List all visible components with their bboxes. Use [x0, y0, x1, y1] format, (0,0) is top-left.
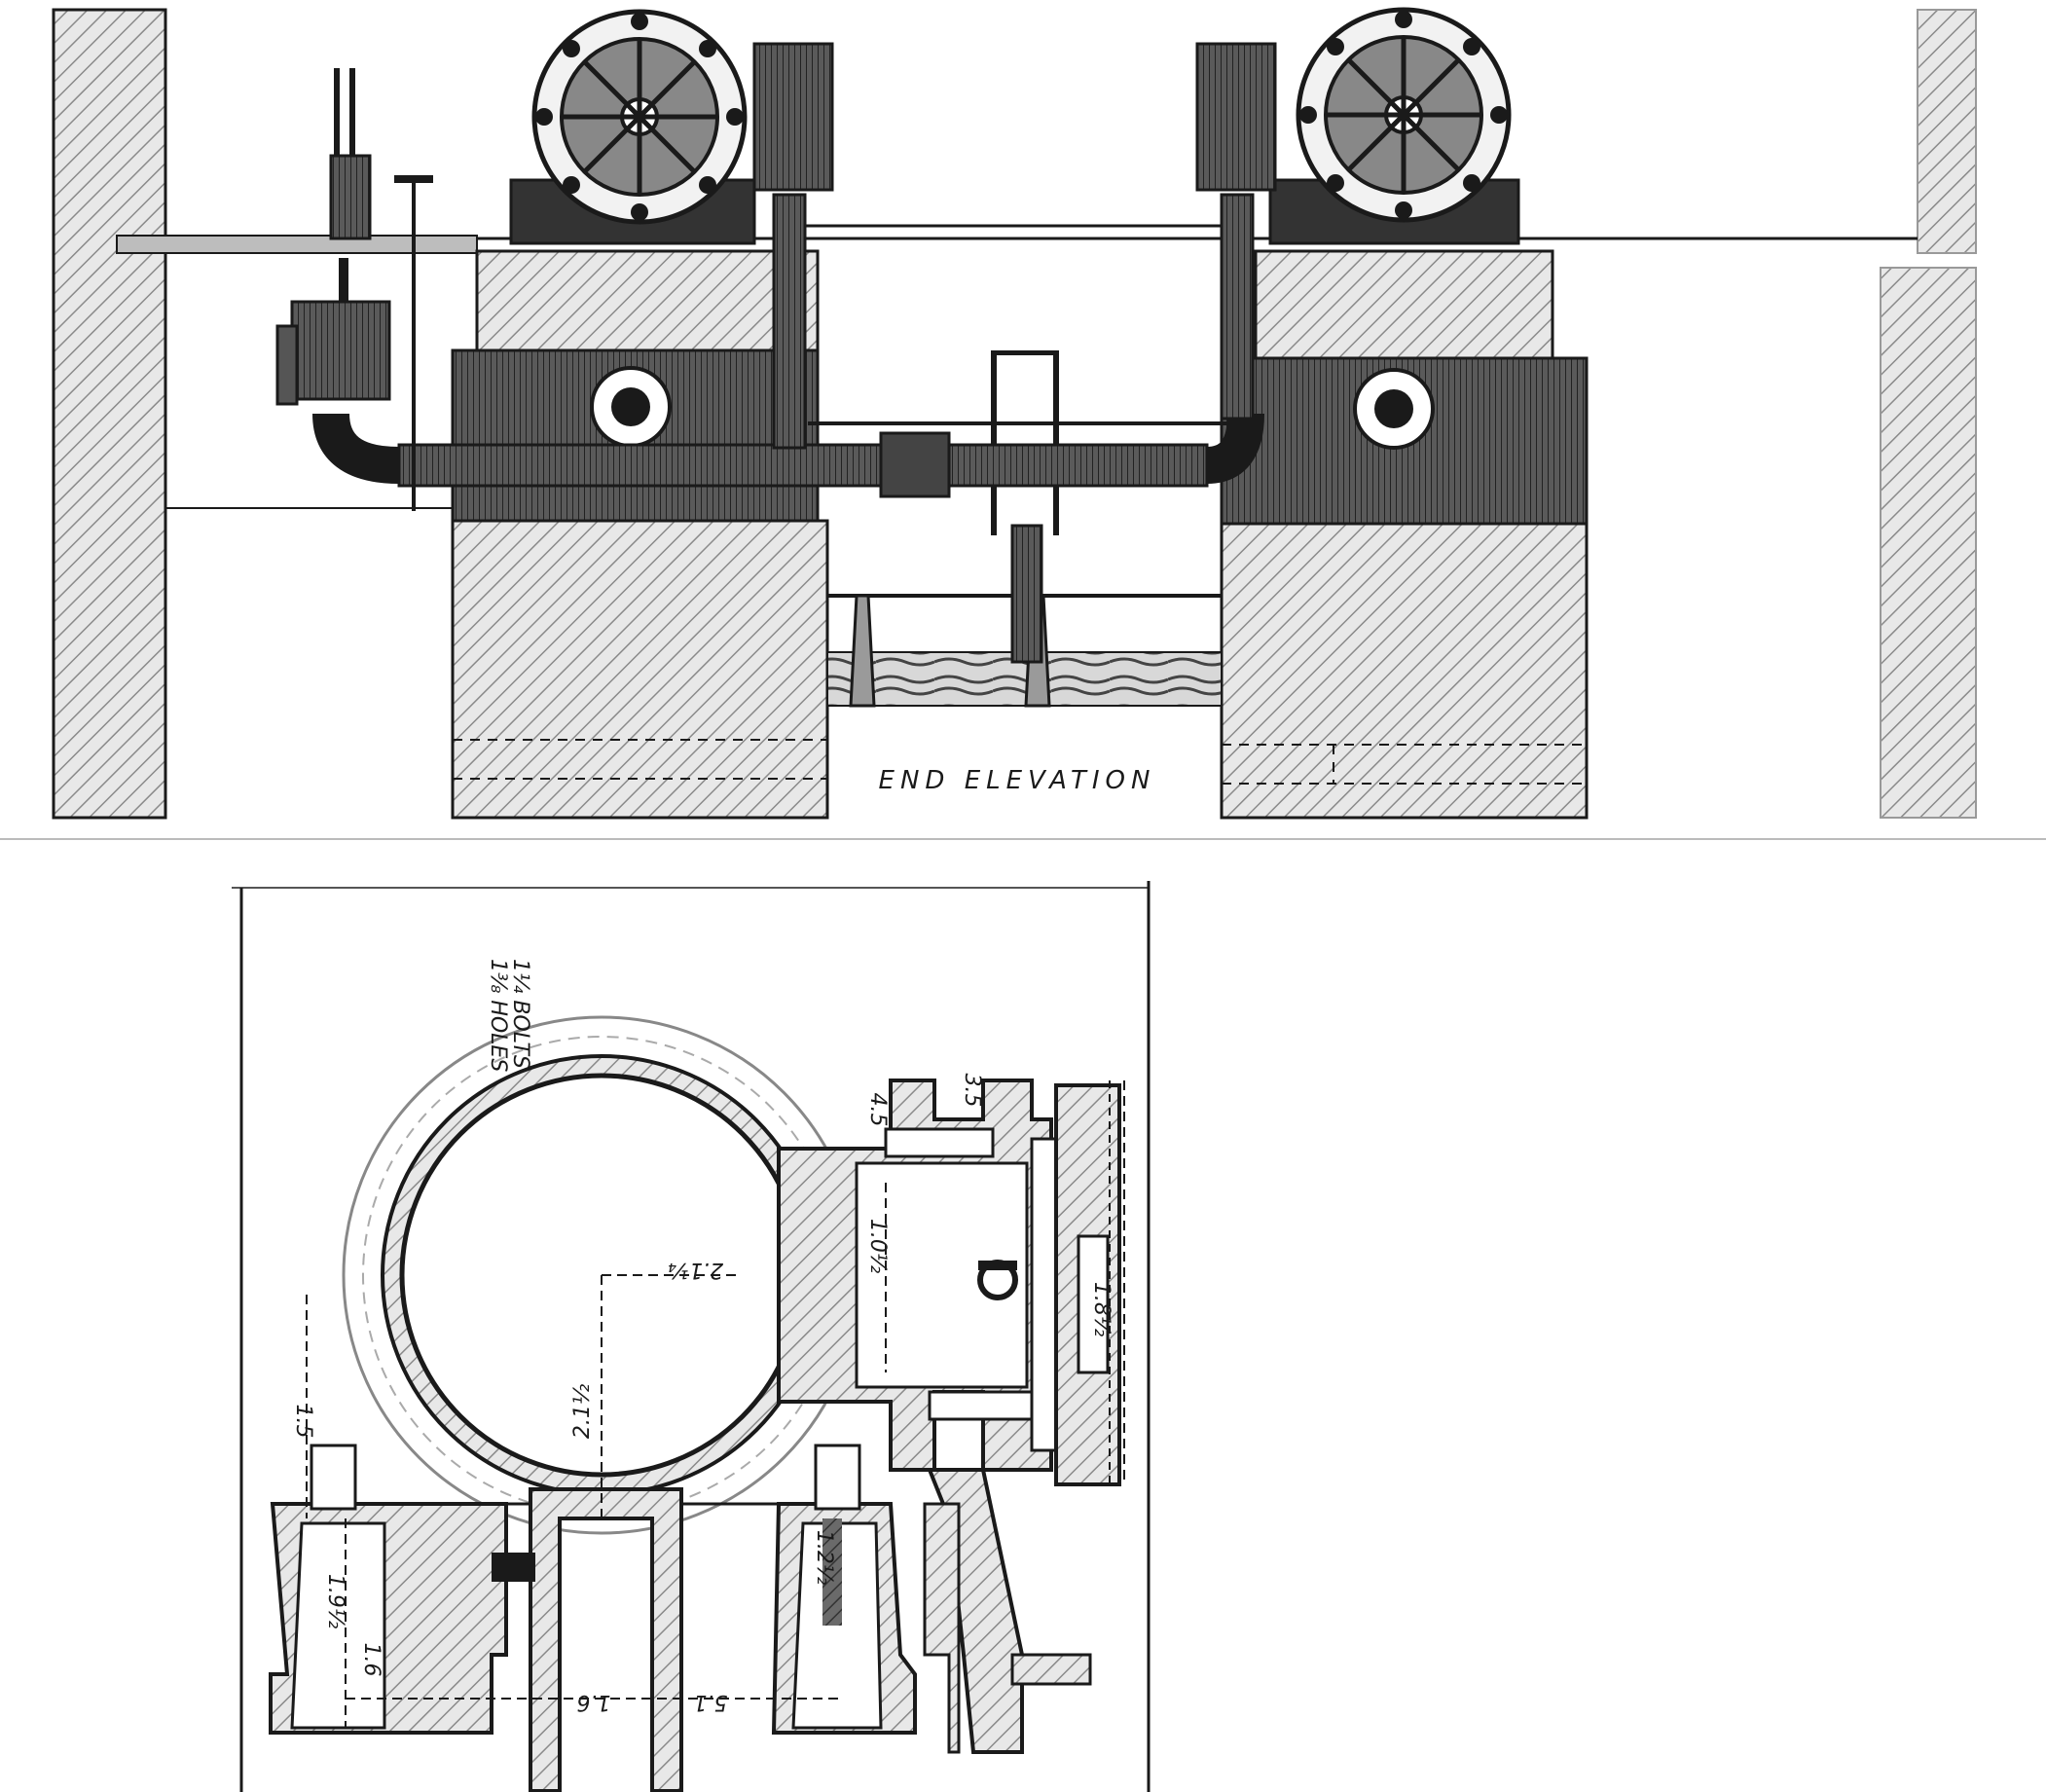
left-wall: [52, 8, 167, 820]
annot-center-h: 2.1¼: [668, 1258, 723, 1282]
left-riser: [772, 193, 807, 450]
annot-left-c: 1.6: [359, 1643, 384, 1677]
annot-bottom-a: 1.6: [577, 1690, 611, 1714]
pump-rod: [1010, 524, 1043, 664]
annot-bottom-b: 5.1: [694, 1690, 728, 1714]
right-foundation-top: [1254, 249, 1554, 360]
annot-flange-top: 4.5: [865, 1093, 890, 1127]
annot-left-a: 1.5: [291, 1405, 315, 1439]
annot-port: 1.0½: [865, 1219, 890, 1273]
right-pier: [1880, 267, 1977, 819]
bottom-port: [529, 1487, 683, 1792]
right-riser: [1220, 193, 1255, 421]
main-pipe: [397, 443, 1209, 488]
end-elevation: END ELEVATION: [52, 7, 1977, 820]
annot-bolts: 1¼ BOLTS: [508, 959, 532, 1069]
left-foundation-top: [475, 249, 820, 355]
annot-slide: 3.5: [960, 1074, 984, 1108]
left-porthole: [590, 366, 672, 448]
right-foundation-base: [1220, 522, 1589, 820]
annot-foot: 1.2½: [812, 1530, 836, 1585]
annot-center-v: 2.1½: [570, 1384, 595, 1439]
annot-bolt-holes: 1⅜ HOLES: [486, 959, 510, 1072]
right-wall: [1917, 9, 1977, 254]
cylinder-section: 1⅜ HOLES 1¼ BOLTS 2.1¼ 2.1½ 1.0½ 4.5 3.5…: [232, 881, 1151, 1792]
left-cylinder-flange: [509, 9, 834, 245]
end-elevation-caption: END ELEVATION: [879, 766, 1156, 795]
annot-left-b: 1.9½: [323, 1574, 347, 1628]
left-valve-assembly: [275, 68, 433, 511]
right-cylinder-flange: [1195, 7, 1520, 245]
left-foundation-base: [451, 519, 829, 820]
floor-slab: [116, 235, 478, 254]
right-porthole: [1353, 368, 1435, 450]
annot-right: 1.8½: [1089, 1282, 1114, 1336]
